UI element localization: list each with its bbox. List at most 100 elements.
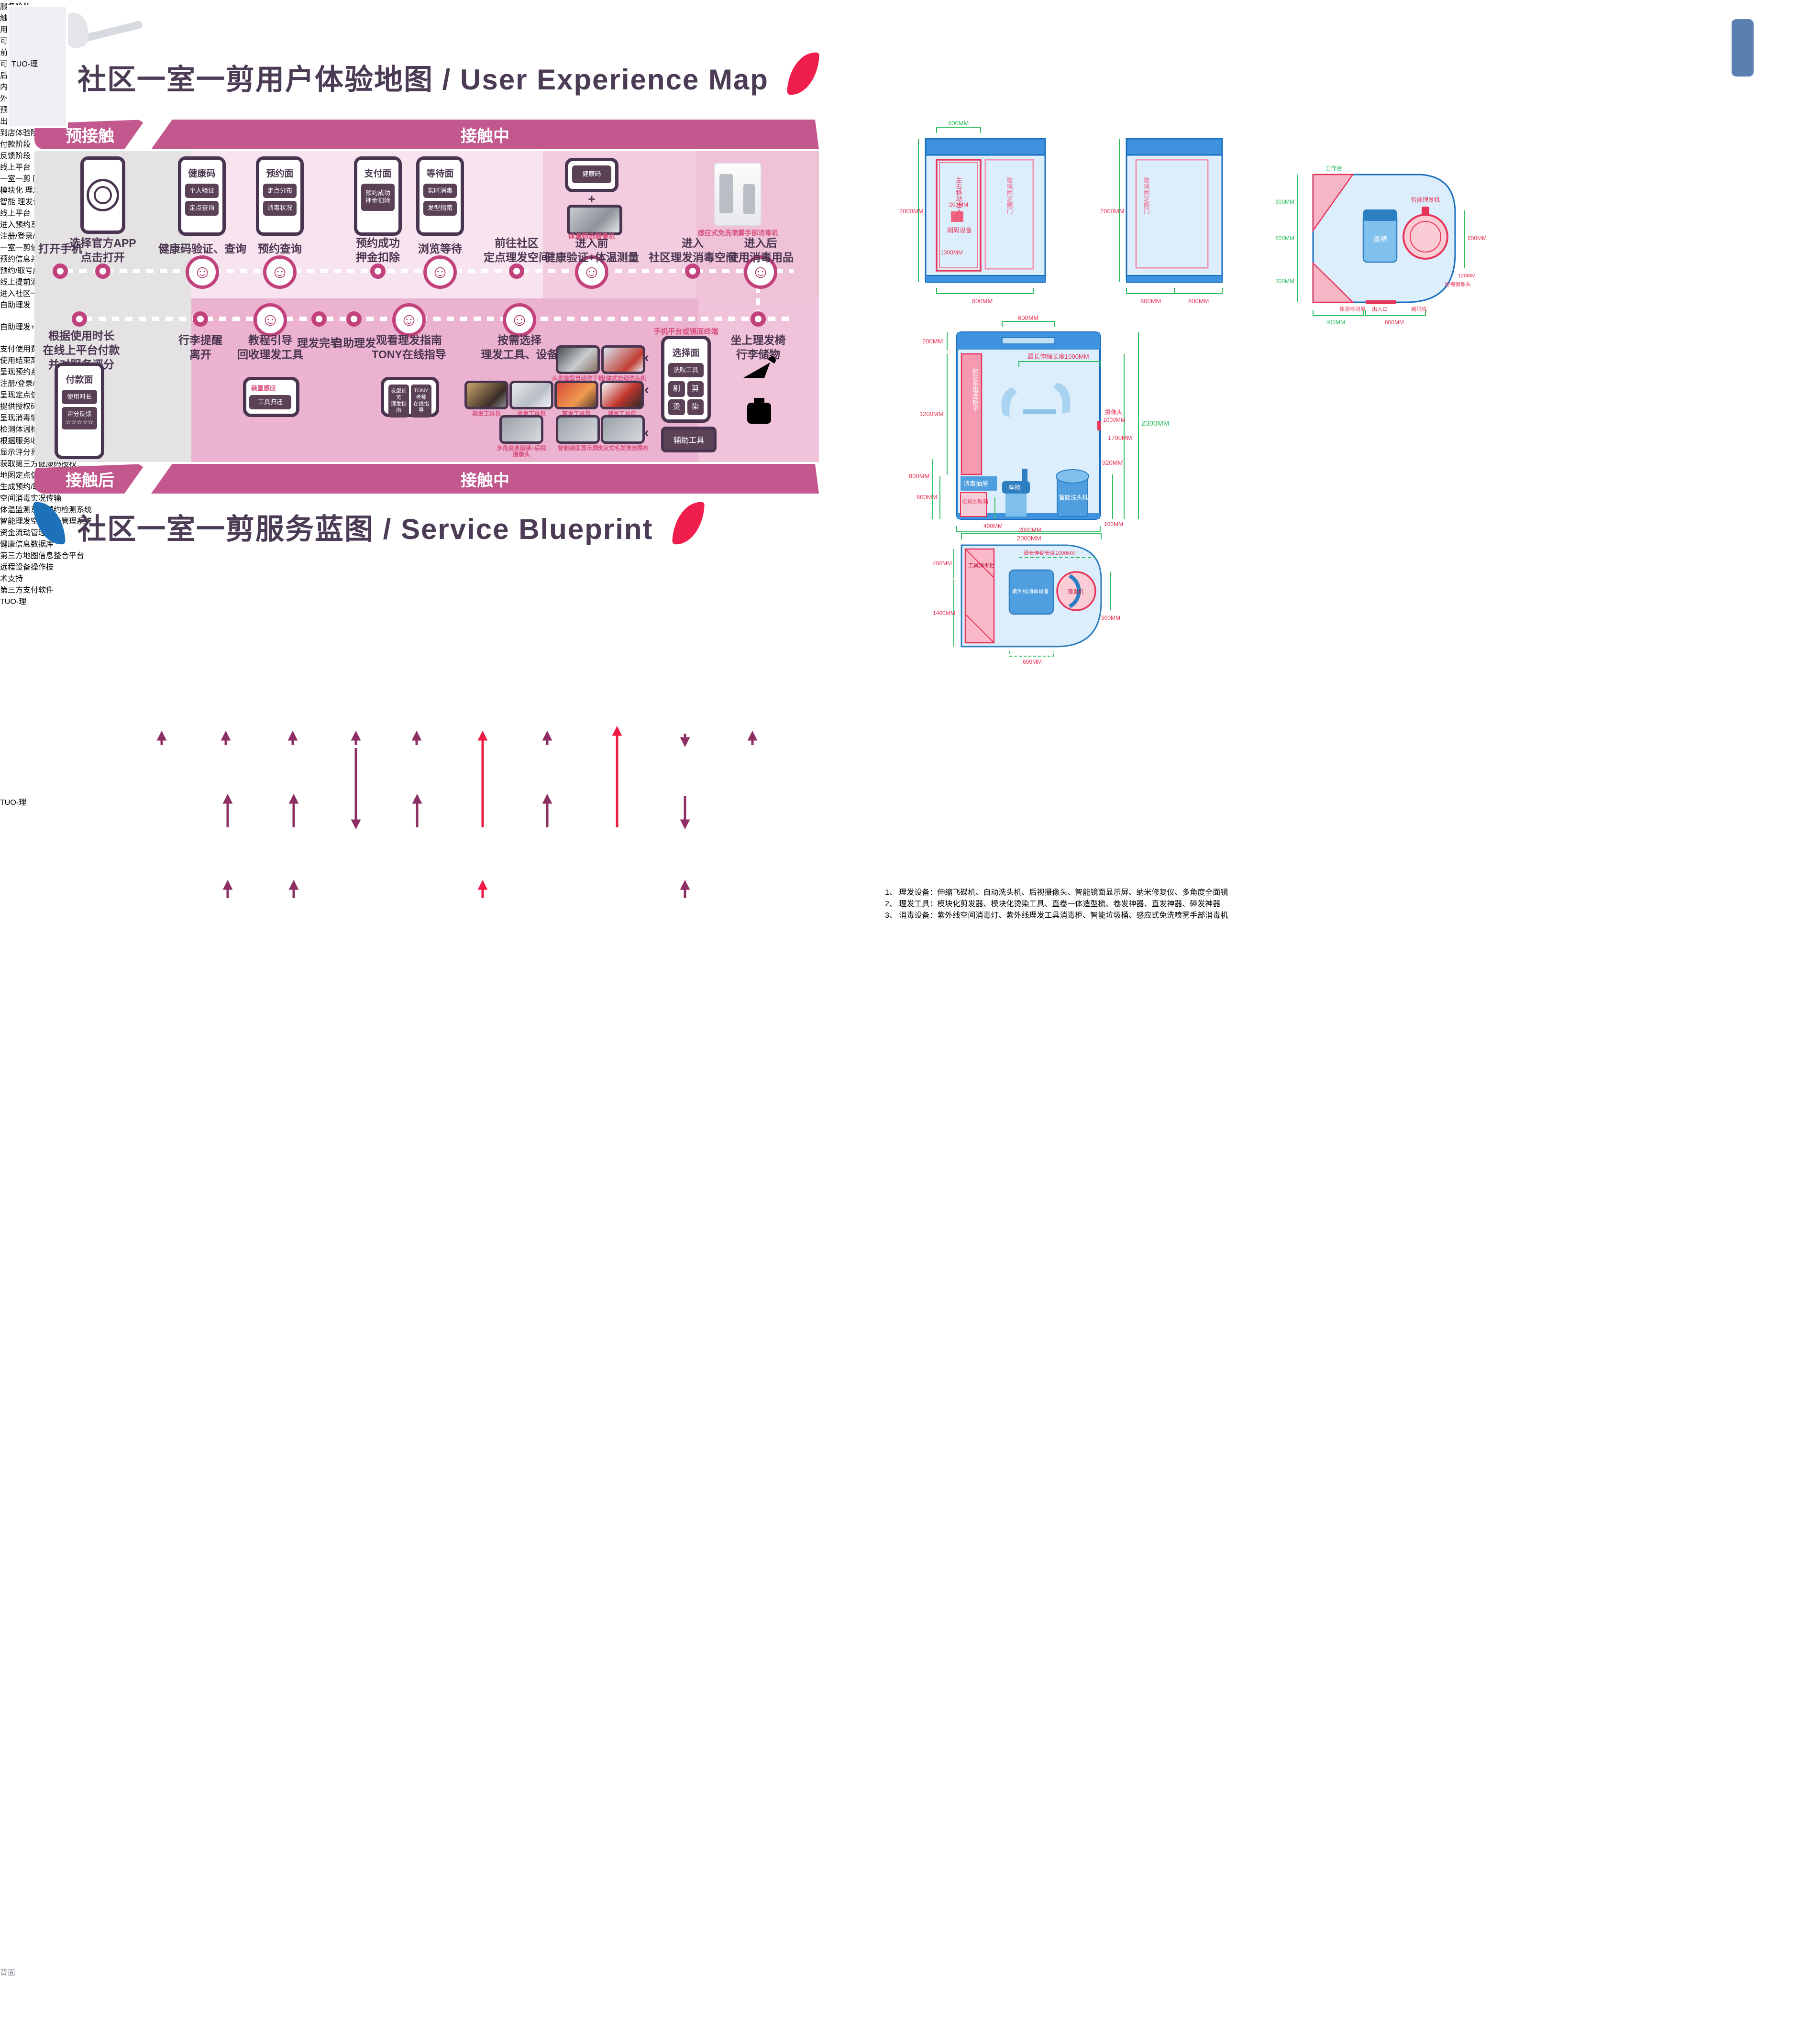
journey-step-caption: 预约成功 押金扣除 [356, 237, 400, 264]
sanitizer-caption: 感应式免洗喷雾手部消毒机 [698, 229, 778, 237]
svg-text:体温检测屏: 体温检测屏 [1339, 306, 1366, 312]
elevation-drawing-front: 左右移动出入门 玻璃固定侧门 刷码设备 600MM 2000MM 800MM 2… [899, 120, 1046, 305]
tablet-health-qr: 健康码 [565, 158, 618, 192]
phase-band-after-contact: 接触后 [34, 464, 145, 494]
journey-step-caption: 行李提醒 离开 [178, 334, 222, 361]
svg-text:300MM: 300MM [1275, 198, 1294, 205]
svg-text:垃圾回收箱: 垃圾回收箱 [962, 498, 988, 505]
journey-step-caption: 前往社区 定点理发空间 [484, 237, 550, 264]
camera-caption: 体温筛选摄像机 [568, 232, 615, 240]
vanity-counter [0, 1398, 72, 1456]
svg-text:智能理发机: 智能理发机 [1411, 196, 1440, 203]
svg-text:1200MM: 1200MM [919, 410, 944, 418]
tablet-tony-guide: 发型预览 理发指南 TONY老师 在线指导 [381, 377, 439, 418]
touchpoint-chevron: 线上平台 [0, 164, 31, 172]
svg-text:后视摄像头: 后视摄像头 [1445, 281, 1471, 287]
journey-step-caption: 进入前 健康验证+体温测量 [544, 237, 639, 264]
tablet-device-sensing: 装置感应 工具归还 [243, 377, 299, 417]
service-blueprint-title: 社区一室一剪服务蓝图 / Service Blueprint [77, 513, 653, 545]
svg-text:200MM: 200MM [949, 201, 968, 208]
tool-photo [509, 381, 553, 409]
blueprint-arrows [156, 725, 758, 898]
svg-text:紫外线消毒设备: 紫外线消毒设备 [1012, 588, 1049, 594]
phone-health-code: 健康码 个人验证 定点查询 [178, 156, 226, 236]
timeline-dot-icon [346, 311, 362, 327]
svg-text:刷码设备: 刷码设备 [947, 227, 972, 234]
backstage-node: 空间消毒实况传输 [0, 495, 62, 503]
svg-text:800MM: 800MM [972, 297, 993, 305]
smiley-face-icon: ☺ [575, 255, 608, 289]
mirror-console [0, 1030, 33, 1121]
svg-text:2000MM: 2000MM [1017, 535, 1041, 542]
svg-text:800MM: 800MM [1385, 319, 1404, 326]
svg-text:600MM: 600MM [917, 494, 937, 501]
touchpoint-line: 3、 消毒设备：紫外线空间消毒灯、紫外线理发工具消毒柜、智能垃圾桶、感应式免洗喷… [885, 912, 1228, 920]
dye-chip: 染 [687, 399, 704, 415]
svg-text:最长伸缩长度1000MM: 最长伸缩长度1000MM [1024, 549, 1076, 556]
tool-photo [600, 381, 644, 409]
journey-timeline-connector [756, 275, 760, 313]
external-node: 远程设备操作技术支持 [0, 563, 54, 583]
svg-text:1000MM: 1000MM [1103, 417, 1126, 423]
thermal-camera-image [567, 205, 622, 235]
svg-text:120MM: 120MM [1458, 273, 1476, 279]
wait-chip-1: 实时消毒 [423, 184, 457, 198]
svg-text:智能洗头机: 智能洗头机 [1059, 494, 1088, 501]
svg-text:100MM: 100MM [1104, 521, 1123, 527]
service-stage-chevron: 反馈阶段 [0, 152, 31, 160]
aux-tools-chip: 辅助工具 [661, 427, 717, 452]
backstage-node: 资金流动管理 [0, 529, 46, 537]
phase-band-during-contact: 接触中 [151, 120, 819, 149]
hand-sanitizer-image [714, 163, 762, 226]
svg-text:2000MM: 2000MM [1019, 527, 1041, 533]
timeline-dot-icon [311, 311, 327, 327]
svg-text:出入口: 出入口 [1372, 306, 1388, 312]
svg-text:智能多角度镜子: 智能多角度镜子 [972, 368, 979, 412]
booth-logo: TUO-理 [0, 598, 27, 606]
elevation-drawing-side: 玻璃固定侧门 2000MM 600MM 800MM [1100, 138, 1223, 305]
shave-chip: 剔 [668, 381, 685, 397]
journey-step-caption: 自助理发 [332, 337, 376, 349]
cut-chip: 剪 [687, 381, 704, 397]
booking-chip-2: 消毒状况 [263, 201, 297, 216]
svg-text:消毒抽屉: 消毒抽屉 [963, 480, 988, 487]
interior-view [0, 5, 1754, 1580]
external-node: 健康信息数据库 [0, 540, 54, 549]
phase-band-during-contact-2: 接触中 [151, 464, 819, 494]
journey-step-caption: 选择官方APP 点击打开 [69, 237, 136, 264]
journey-step-caption: 理发完毕 [297, 337, 341, 349]
svg-text:最长伸缩长度1000MM: 最长伸缩长度1000MM [1027, 353, 1089, 360]
tool-return-chip: 工具归还 [249, 395, 292, 410]
svg-text:600MM: 600MM [1140, 297, 1161, 305]
booth-render-purple: TUO-理 [0, 796, 134, 997]
health-chip-1: 个人验证 [185, 184, 219, 198]
tool-photo [556, 345, 600, 374]
interior-view [0, 11, 191, 1284]
svg-text:1300MM: 1300MM [940, 249, 963, 256]
plan-drawing-top: 座椅 智能理发机 工作台 300MM 600MM 300MM 400MM 800… [1275, 165, 1487, 326]
tool-photo [554, 381, 598, 409]
barber-chair-icon [743, 356, 776, 386]
timeline-dot-icon [751, 311, 766, 327]
tool-photo-item: 分体式自动洗头机 [597, 345, 650, 382]
svg-text:座椅: 座椅 [1008, 484, 1021, 491]
photo-wash-corner [0, 1643, 242, 1823]
phone-booking: 预约面 定点分布 消毒状况 [256, 156, 304, 236]
wait-chip-2: 发型指南 [423, 201, 457, 216]
journey-step-caption: 教程引导 回收理发工具 [237, 334, 303, 361]
select-screen-caption: 手机平台或镜面终端 [653, 328, 718, 336]
svg-text:400MM: 400MM [933, 560, 952, 567]
health-chip-2: 定点查询 [185, 201, 219, 216]
svg-text:玻璃固定侧门: 玻璃固定侧门 [1006, 177, 1013, 214]
tool-photo-item: 剃发工具包 [596, 381, 648, 417]
tony-online-chip: TONY老师 在线指导 [411, 385, 432, 418]
svg-text:600MM: 600MM [1275, 235, 1294, 242]
svg-text:玻璃固定侧门: 玻璃固定侧门 [1143, 177, 1150, 214]
svg-text:600MM: 600MM [1018, 316, 1038, 321]
timeline-dot-icon [193, 311, 208, 327]
journey-step-caption: 按需选择 理发工具、设备 [481, 334, 558, 361]
tool-photo-item: 染发工具包 [460, 381, 513, 417]
journey-step-caption: 进入 社区理发消毒空间 [649, 237, 737, 264]
plan-drawing-tools: 工具消毒柜 紫外线消毒设备 理发机 400MM 1400MM 600MM 500… [933, 527, 1120, 665]
svg-text:理发机: 理发机 [1068, 588, 1083, 595]
